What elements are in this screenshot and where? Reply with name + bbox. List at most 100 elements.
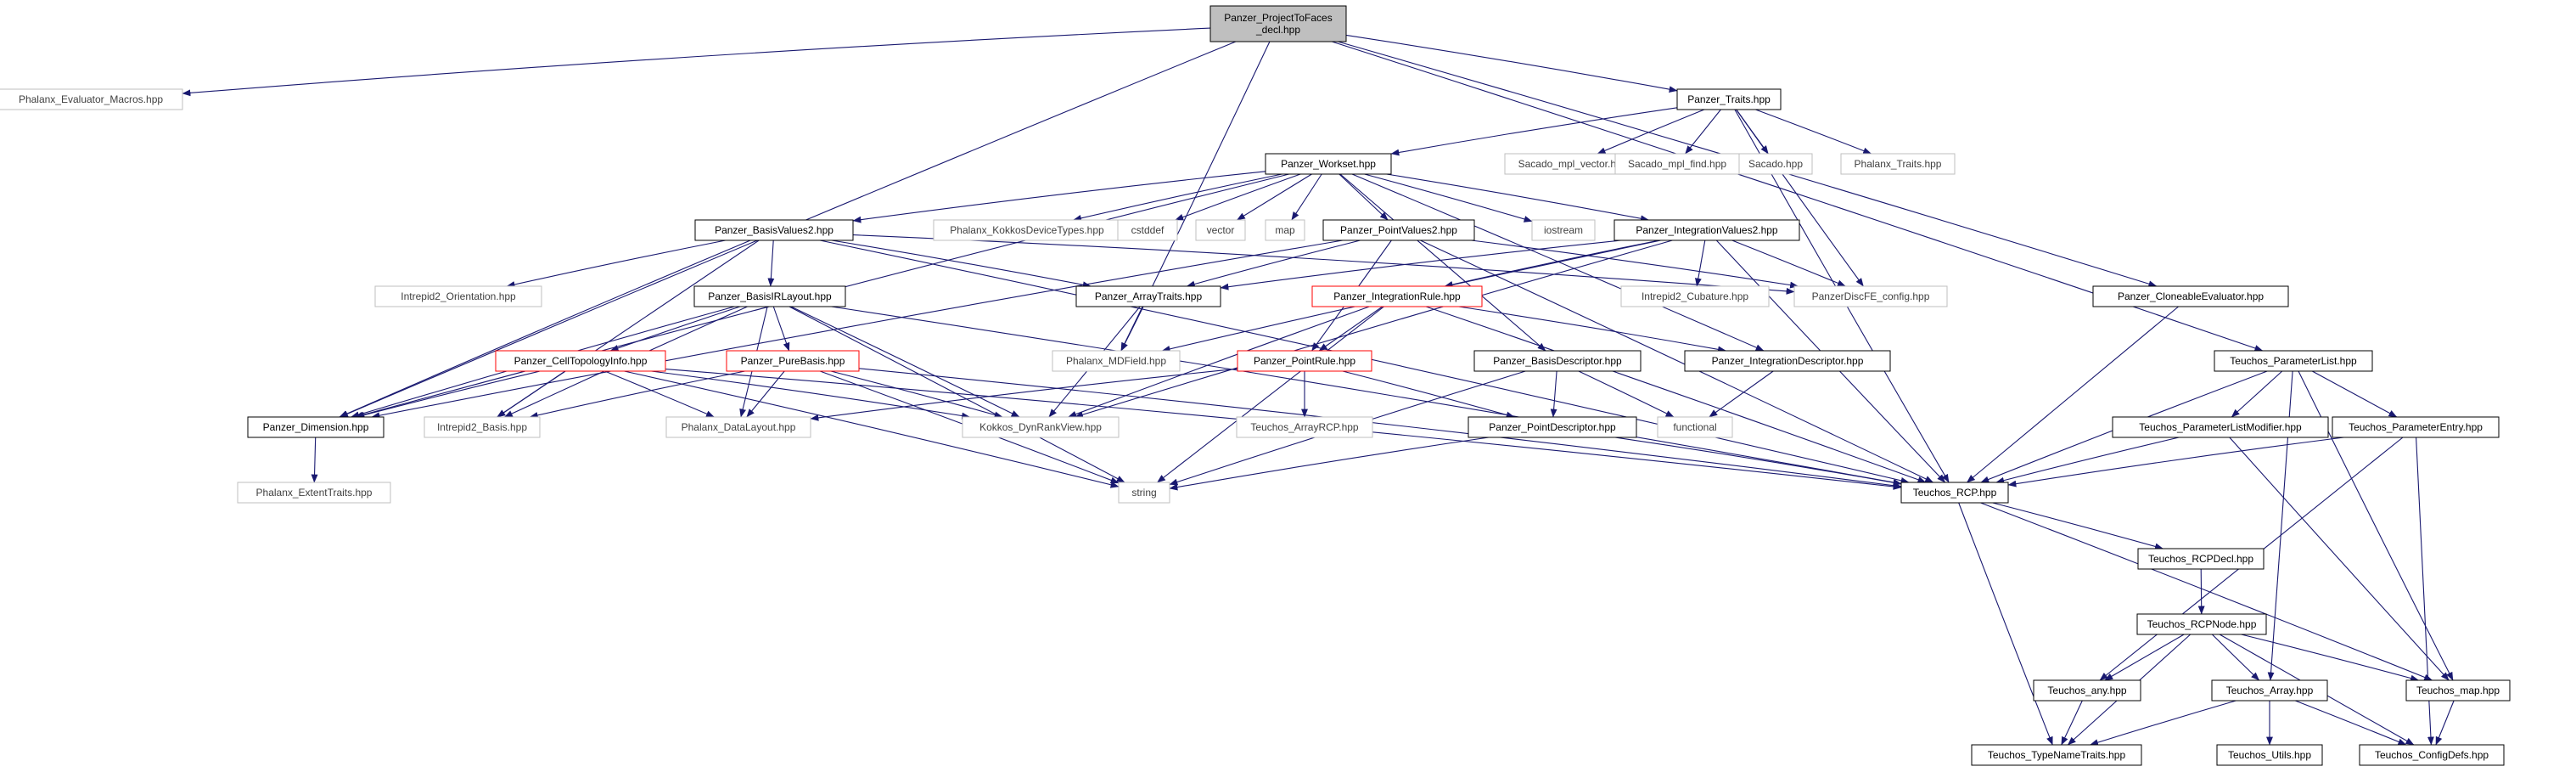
node-purebasis[interactable]: Panzer_PureBasis.hpp (726, 350, 860, 372)
edge-workset-to-integrationvalues2 (1386, 173, 1649, 223)
node-traits[interactable]: Panzer_Traits.hpp (1676, 88, 1782, 110)
edge-workset-to-pointvalues2 (1339, 173, 1389, 221)
node-root[interactable]: Panzer_ProjectToFaces_decl.hpp (1209, 5, 1347, 42)
node-paramlist[interactable]: Teuchos_ParameterList.hpp (2214, 350, 2373, 372)
edge-basisirlayout-to-rcp (831, 306, 1902, 486)
edge-rcpnode-to-tarray (2211, 634, 2260, 681)
node-integrationvalues2[interactable]: Panzer_IntegrationValues2.hpp (1614, 219, 1800, 241)
node-label-basisvalues2: Panzer_BasisValues2.hpp (715, 224, 833, 236)
node-celltopo[interactable]: Panzer_CellTopologyInfo.hpp (495, 350, 666, 372)
node-box-arraytraits (1075, 285, 1221, 307)
edge-integrationvalues2-to-arraytraits (1220, 239, 1621, 290)
node-iostream: iostream (1531, 219, 1596, 241)
node-label-basisirlayout: Panzer_BasisIRLayout.hpp (708, 290, 832, 302)
node-box-dynrank (962, 416, 1120, 438)
node-tarray[interactable]: Teuchos_Array.hpp (2211, 679, 2328, 702)
node-box-basisdescriptor (1473, 350, 1642, 372)
node-box-tarray (2211, 679, 2328, 702)
node-label-integrationvalues2: Panzer_IntegrationValues2.hpp (1636, 224, 1778, 236)
edge-basisirlayout-to-celltopo (609, 306, 740, 352)
node-arraytraits[interactable]: Panzer_ArrayTraits.hpp (1075, 285, 1221, 307)
edge-basisvalues2-to-orientation (506, 239, 726, 288)
node-box-discfeconfig (1793, 285, 1948, 307)
node-basisdescriptor[interactable]: Panzer_BasisDescriptor.hpp (1473, 350, 1642, 372)
node-cstddef: cstddef (1117, 219, 1178, 241)
node-label-pointrule: Panzer_PointRule.hpp (1254, 355, 1355, 367)
node-rcpdecl[interactable]: Teuchos_RCPDecl.hpp (2137, 548, 2265, 570)
edge-celltopo-to-datalayout (604, 370, 715, 418)
node-box-mdfield (1052, 350, 1181, 372)
node-label-mdfield: Phalanx_MDField.hpp (1066, 355, 1166, 367)
edge-workset-to-cstddef (1175, 173, 1301, 221)
node-label-any: Teuchos_any.hpp (2047, 685, 2127, 696)
node-tmap[interactable]: Teuchos_map.hpp (2405, 679, 2511, 702)
edge-integrationvalues2-to-cubature (1694, 239, 1706, 287)
edge-workset-to-iostream (1364, 173, 1533, 223)
node-typenametraits[interactable]: Teuchos_TypeNameTraits.hpp (1971, 744, 2142, 766)
node-box-configdefs (2359, 744, 2505, 766)
node-box-cstddef (1117, 219, 1178, 241)
node-dimension[interactable]: Panzer_Dimension.hpp (247, 416, 384, 438)
node-any[interactable]: Teuchos_any.hpp (2033, 679, 2141, 702)
node-pointdescriptor[interactable]: Panzer_PointDescriptor.hpp (1468, 416, 1637, 438)
node-box-arrayrcp (1236, 416, 1373, 438)
node-pointrule[interactable]: Panzer_PointRule.hpp (1237, 350, 1372, 372)
edge-tarray-to-typenametraits (2090, 700, 2236, 746)
edge-workset-to-map (1291, 173, 1322, 221)
edge-basisirlayout-to-dynrank (790, 306, 1020, 418)
node-box-intrepidbasis (424, 416, 541, 438)
node-box-pointvalues2 (1322, 219, 1475, 241)
node-label-phxtraits: Phalanx_Traits.hpp (1855, 158, 1942, 170)
node-label-intrepidbasis: Intrepid2_Basis.hpp (437, 421, 527, 433)
node-label-paramentry: Teuchos_ParameterEntry.hpp (2349, 421, 2483, 433)
node-label-cubature: Intrepid2_Cubature.hpp (1642, 290, 1748, 302)
node-box-utils (2216, 744, 2323, 766)
node-configdefs[interactable]: Teuchos_ConfigDefs.hpp (2359, 744, 2505, 766)
node-rcpnode[interactable]: Teuchos_RCPNode.hpp (2136, 613, 2267, 635)
node-label-dimension: Panzer_Dimension.hpp (263, 421, 369, 433)
edge-integrationvalues2-to-discfeconfig (1731, 239, 1846, 287)
node-basisvalues2[interactable]: Panzer_BasisValues2.hpp (694, 219, 854, 241)
node-phxtraits: Phalanx_Traits.hpp (1840, 153, 1956, 175)
edge-rcpdecl-to-rcpnode (2197, 568, 2205, 615)
node-label-arraytraits: Panzer_ArrayTraits.hpp (1095, 290, 1203, 302)
node-box-rcp (1900, 482, 2009, 504)
node-box-evalmacros (0, 88, 183, 110)
edge-pointvalues2-to-arraytraits (1186, 239, 1361, 288)
node-box-map (1265, 219, 1305, 241)
node-box-orientation (374, 285, 542, 307)
node-vector: vector (1195, 219, 1246, 241)
edge-integrationdescriptor-to-functional (1709, 370, 1774, 418)
node-integrationdescriptor[interactable]: Panzer_IntegrationDescriptor.hpp (1684, 350, 1891, 372)
edge-pointdescriptor-to-string (1169, 437, 1490, 491)
edge-traits-to-mplfind (1685, 109, 1721, 155)
node-label-typenametraits: Teuchos_TypeNameTraits.hpp (1988, 749, 2126, 761)
node-box-pointdescriptor (1468, 416, 1637, 438)
node-workset[interactable]: Panzer_Workset.hpp (1265, 153, 1392, 175)
node-box-workset (1265, 153, 1392, 175)
node-label-iostream: iostream (1544, 224, 1583, 236)
node-integrationrule[interactable]: Panzer_IntegrationRule.hpp (1311, 285, 1483, 307)
node-box-typenametraits (1971, 744, 2142, 766)
node-box-root (1209, 5, 1347, 42)
node-label-datalayout: Phalanx_DataLayout.hpp (682, 421, 796, 433)
node-pointvalues2[interactable]: Panzer_PointValues2.hpp (1322, 219, 1475, 241)
node-label-evalmacros: Phalanx_Evaluator_Macros.hpp (19, 93, 163, 105)
node-label-traits: Panzer_Traits.hpp (1687, 93, 1771, 105)
edge-integrationrule-to-dynrank (1068, 306, 1370, 418)
node-plmodifier[interactable]: Teuchos_ParameterListModifier.hpp (2112, 416, 2329, 438)
node-utils[interactable]: Teuchos_Utils.hpp (2216, 744, 2323, 766)
node-basisirlayout[interactable]: Panzer_BasisIRLayout.hpp (693, 285, 846, 307)
node-cloneable[interactable]: Panzer_CloneableEvaluator.hpp (2092, 285, 2289, 307)
edge-integrationrule-to-rcp (1425, 306, 1927, 483)
node-datalayout: Phalanx_DataLayout.hpp (665, 416, 811, 438)
node-box-purebasis (726, 350, 860, 372)
edge-pointrule-to-datalayout (810, 368, 1238, 421)
node-paramentry[interactable]: Teuchos_ParameterEntry.hpp (2332, 416, 2500, 438)
node-label-configdefs: Teuchos_ConfigDefs.hpp (2375, 749, 2489, 761)
edge-traits-to-phxtraits (1755, 109, 1872, 155)
node-box-plmodifier (2112, 416, 2329, 438)
edge-plmodifier-to-tmap (2229, 437, 2450, 681)
edge-paramlist-to-tarray (2267, 370, 2293, 681)
node-rcp[interactable]: Teuchos_RCP.hpp (1900, 482, 2009, 504)
